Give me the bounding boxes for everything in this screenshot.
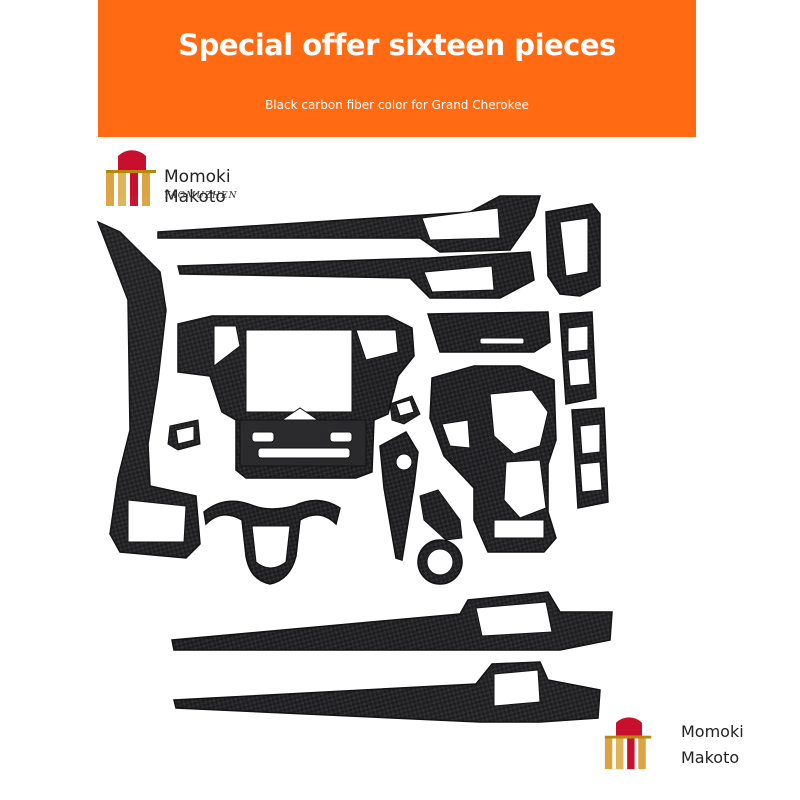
- brand-logo-bottom: Momoki Makoto: [603, 712, 773, 778]
- banner-title: Special offer sixteen pieces: [178, 28, 616, 62]
- door-strip-lower-1: [171, 591, 613, 651]
- steering-wheel-trim: [203, 499, 341, 585]
- small-vent-right: [389, 395, 421, 425]
- brand-name-line2: Makoto: [681, 748, 740, 767]
- small-vent-left: [167, 419, 201, 451]
- brand-emblem-icon: [106, 150, 156, 206]
- dash-strip-top-2: [177, 251, 535, 299]
- offer-banner: Special offer sixteen pieces Black carbo…: [98, 0, 696, 137]
- start-button-ring: [417, 539, 463, 585]
- dash-strip-top-1: [157, 195, 542, 253]
- console-side-panel: [419, 489, 463, 541]
- banner-subtitle: Black carbon fiber color for Grand Chero…: [265, 98, 529, 112]
- screen-bezel: [177, 315, 415, 479]
- brand-name-line1: Momoki: [681, 722, 744, 741]
- start-button-trim: [379, 431, 419, 561]
- vent-frame-right-top: [545, 203, 601, 297]
- brand-emblem-icon: [604, 717, 652, 770]
- door-strip-lower-2: [173, 661, 601, 723]
- window-switch-frame-2: [571, 407, 609, 509]
- console-upper-panel: [426, 311, 551, 353]
- window-switch-frame-1: [559, 311, 597, 405]
